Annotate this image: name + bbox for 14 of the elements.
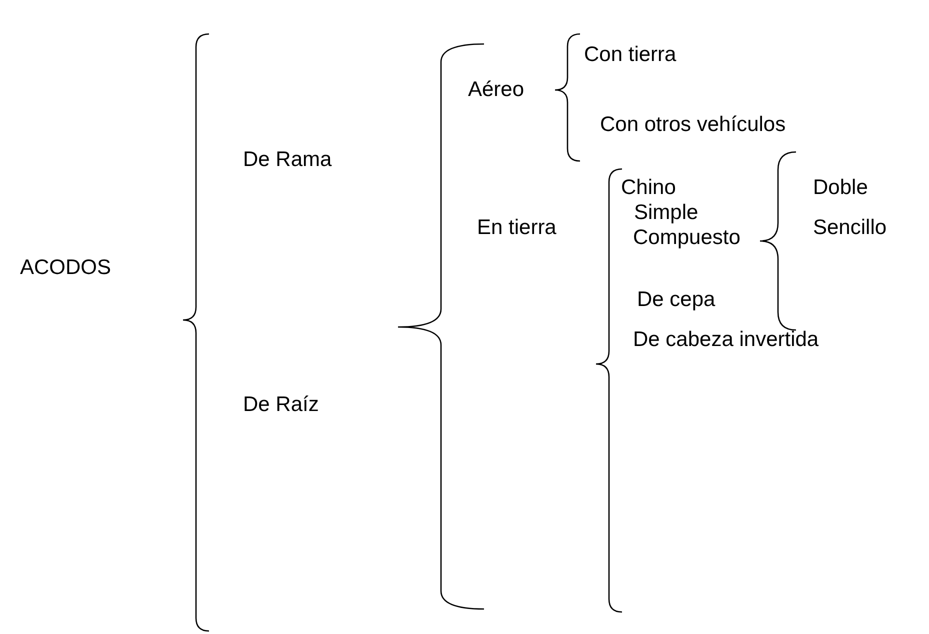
category-label: Aéreo: [468, 78, 524, 102]
category-label: Con otros vehículos: [600, 113, 786, 137]
category-label: De cabeza invertida: [633, 328, 819, 352]
category-label: Sencillo: [813, 216, 887, 240]
category-label: Doble: [813, 176, 868, 200]
category-label: Compuesto: [633, 226, 740, 250]
category-label: ACODOS: [20, 256, 112, 280]
category-label: En tierra: [477, 216, 556, 240]
category-label: Con tierra: [584, 43, 676, 67]
category-label: De Rama: [243, 148, 332, 172]
category-label: De cepa: [637, 288, 716, 312]
category-label: Chino: [621, 176, 676, 200]
category-label: De Raíz: [243, 393, 319, 417]
category-label: Simple: [634, 201, 698, 225]
